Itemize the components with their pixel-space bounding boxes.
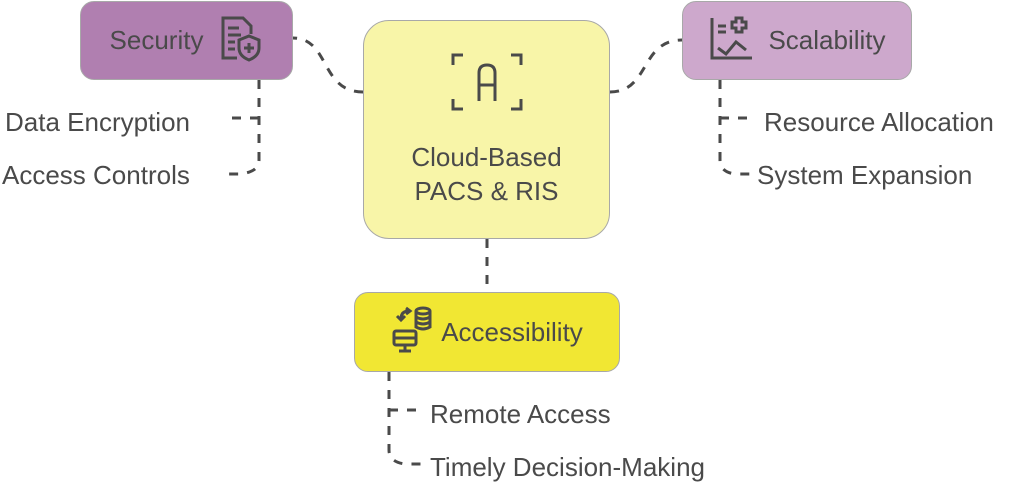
branch-scalability-label: Scalability xyxy=(768,25,886,55)
leaf-resource-allocation: Resource Allocation xyxy=(764,107,994,137)
leaf-data-encryption: Data Encryption xyxy=(5,107,190,137)
connector-center-scalability xyxy=(609,38,683,94)
leaf-system-expansion: System Expansion xyxy=(757,160,973,190)
connector-center-security xyxy=(292,36,364,94)
leaf-remote-access: Remote Access xyxy=(430,399,611,429)
remote-database-icon xyxy=(391,305,437,360)
branch-accessibility[interactable]: Accessibility xyxy=(354,292,620,372)
leaf-access-controls: Access Controls xyxy=(2,160,190,190)
leaf-timely-decision-making: Timely Decision-Making xyxy=(430,452,705,482)
growth-chart-icon xyxy=(708,14,754,67)
central-topic-line1: Cloud-Based xyxy=(411,142,562,172)
central-topic-line2: PACS & RIS xyxy=(414,176,559,206)
connector-accessibility-children xyxy=(387,372,422,466)
connector-security-children xyxy=(225,80,261,176)
branch-scalability[interactable]: Scalability xyxy=(682,1,912,80)
secure-document-icon xyxy=(217,14,263,67)
branch-security-label: Security xyxy=(109,25,204,55)
connector-scalability-children xyxy=(718,80,752,176)
branch-security[interactable]: Security xyxy=(80,1,293,80)
central-topic[interactable]: Cloud-Based PACS & RIS xyxy=(363,20,610,239)
ai-scan-icon xyxy=(449,51,525,118)
branch-accessibility-label: Accessibility xyxy=(441,316,583,347)
